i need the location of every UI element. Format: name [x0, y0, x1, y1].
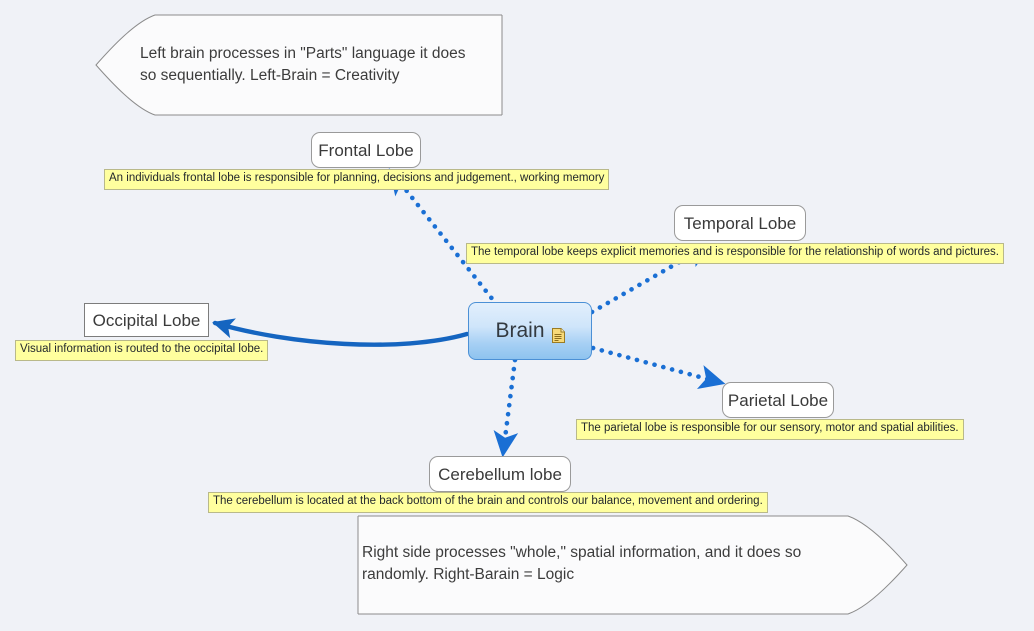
left-brain-callout-shape	[95, 14, 503, 116]
right-brain-callout-text: Right side processes "whole," spatial in…	[362, 544, 802, 583]
node-occipital-lobe[interactable]: Occipital Lobe	[84, 303, 209, 337]
note-icon	[551, 325, 565, 343]
node-parietal-lobe-label: Parietal Lobe	[727, 390, 829, 410]
node-occipital-lobe-label: Occipital Lobe	[92, 310, 201, 330]
node-parietal-lobe[interactable]: Parietal Lobe	[722, 382, 834, 418]
connector-brain-cerebellum	[493, 357, 519, 458]
connector-brain-frontal	[388, 168, 500, 308]
right-brain-callout-shape	[357, 515, 908, 615]
left-brain-callout: Left brain processes in "Parts" language…	[95, 14, 503, 117]
annotation-parietal: The parietal lobe is responsible for our…	[576, 419, 964, 440]
annotation-occipital: Visual information is routed to the occi…	[15, 340, 269, 361]
node-temporal-lobe-label: Temporal Lobe	[683, 213, 797, 233]
node-temporal-lobe[interactable]: Temporal Lobe	[674, 205, 806, 241]
node-brain[interactable]: Brain	[468, 302, 592, 360]
node-cerebellum-lobe-label: Cerebellum lobe	[438, 464, 562, 484]
right-brain-callout: Right side processes "whole," spatial in…	[357, 515, 908, 615]
node-brain-label: Brain	[495, 319, 545, 342]
node-frontal-lobe[interactable]: Frontal Lobe	[311, 132, 421, 168]
annotation-frontal: An individuals frontal lobe is responsib…	[104, 169, 610, 190]
annotation-cerebellum: The cerebellum is located at the back bo…	[208, 492, 768, 513]
annotation-temporal: The temporal lobe keeps explicit memorie…	[466, 243, 1004, 264]
left-brain-callout-text: Left brain processes in "Parts" language…	[140, 45, 466, 84]
node-frontal-lobe-label: Frontal Lobe	[318, 140, 414, 160]
node-cerebellum-lobe[interactable]: Cerebellum lobe	[429, 456, 571, 492]
connector-brain-parietal	[590, 345, 726, 390]
